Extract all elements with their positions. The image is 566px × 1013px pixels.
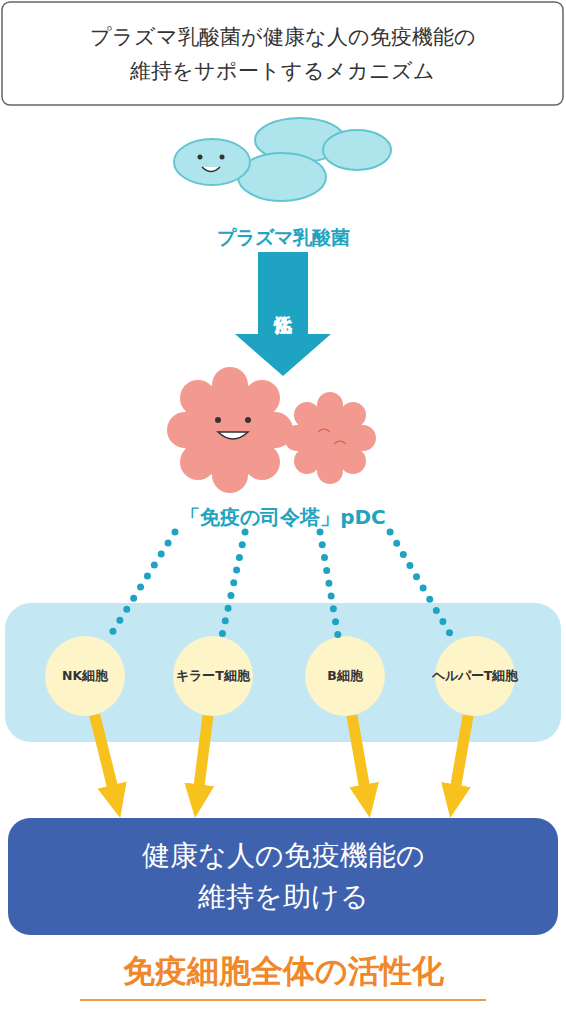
node-label: 「免疫の司令塔」pDC — [180, 503, 386, 532]
title-text: プラズマ乳酸菌が健康な人の免疫機能の 維持をサポートするメカニズム — [2, 2, 563, 105]
caption-text: 免疫細胞全体の活性化 — [0, 948, 566, 994]
immune-cell-circle: ヘルパーT細胞 — [435, 636, 515, 716]
effect-arrow — [352, 715, 367, 798]
bacteria-node: プラズマ乳酸菌 — [130, 118, 436, 252]
title-inner: プラズマ乳酸菌が健康な人の免疫機能の 維持をサポートするメカニズム — [87, 20, 479, 88]
effect-arrow — [198, 716, 208, 798]
node-label: ヘルパーT細胞 — [432, 667, 519, 685]
node-label: キラーT細胞 — [176, 667, 250, 685]
immune-cell-band — [5, 603, 561, 742]
caption-underline — [80, 999, 486, 1001]
dotted-link — [222, 532, 245, 637]
immune-cell-circle: B細胞 — [305, 636, 385, 716]
dotted-link — [106, 532, 175, 642]
pdc-illustration — [167, 367, 376, 493]
immune-cell-circle: キラーT細胞 — [173, 636, 253, 716]
dotted-link — [390, 532, 455, 642]
pdc-node: 「免疫の司令塔」pDC — [130, 376, 436, 532]
title-frame — [2, 2, 563, 105]
activation-arrow — [235, 252, 331, 376]
node-label: NK細胞 — [62, 667, 108, 685]
node-label: B細胞 — [327, 667, 363, 685]
effect-arrow — [95, 715, 116, 799]
result-box: 健康な人の免疫機能の 維持を助ける — [8, 818, 558, 935]
effect-arrow — [454, 715, 468, 798]
dotted-link — [320, 532, 338, 637]
immune-cell-circle: NK細胞 — [45, 636, 125, 716]
node-label: 健康な人の免疫機能の 維持を助ける — [137, 836, 429, 917]
bacteria-illustration — [174, 118, 391, 201]
node-label: プラズマ乳酸菌 — [217, 224, 350, 252]
